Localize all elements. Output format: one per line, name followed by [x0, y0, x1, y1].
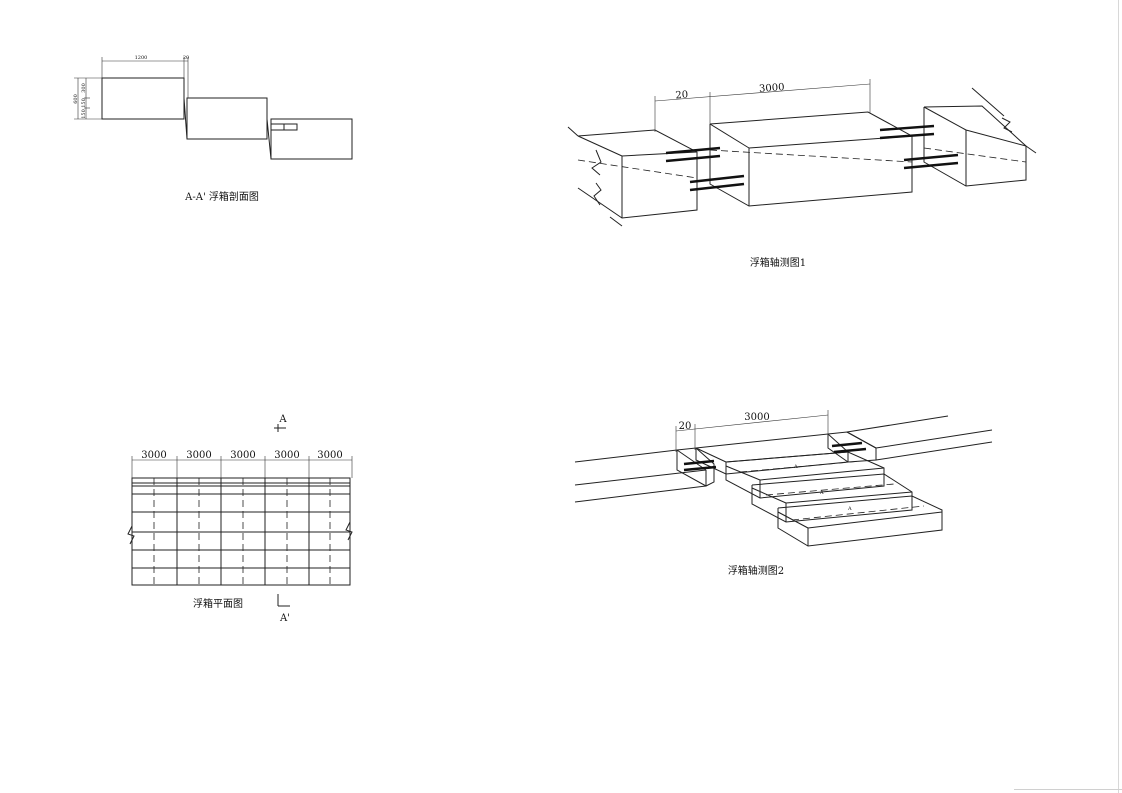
section-dim-height: 600	[73, 94, 79, 104]
section-dim-width: 1200	[135, 55, 148, 61]
svg-text:150: 150	[81, 109, 87, 119]
axo2-dim-gap: 20	[679, 421, 692, 432]
section-box-3	[270, 118, 353, 160]
step-box-2	[751, 473, 913, 523]
plan-dim: 3000	[274, 450, 299, 461]
plan-dim: 3000	[186, 450, 211, 461]
section-dim-gap: 20	[183, 55, 189, 61]
section-joint-2	[266, 118, 272, 160]
step-box-3	[777, 495, 943, 547]
axonometric-2-caption: 浮箱轴测图2	[728, 564, 784, 577]
axonometric-view-1: 20 3000 浮箱轴测图1	[567, 79, 1037, 269]
axonometric-1-caption: 浮箱轴测图1	[750, 256, 806, 269]
sheet-border-right	[1118, 0, 1119, 793]
section-view-caption: A-A' 浮箱剖面图	[184, 190, 259, 203]
section-view: 1200 20 600 300 150 150 A-A' 浮箱剖面图	[73, 55, 353, 203]
section-mark-bottom-label: A'	[279, 613, 290, 624]
step-box-1	[725, 451, 885, 499]
svg-text:300: 300	[81, 83, 87, 93]
axo1-dim-gap: 20	[675, 90, 688, 102]
plan-dim: 3000	[317, 450, 342, 461]
break-mark	[591, 149, 602, 176]
axonometric-view-2: A A A 20 3000 浮箱轴测图2	[574, 410, 993, 577]
axo2-mark: A	[847, 506, 852, 512]
axo2-dim-line	[675, 414, 829, 432]
plan-break-left	[127, 525, 135, 545]
section-box-1	[101, 77, 185, 120]
connector-rod	[665, 146, 721, 155]
plan-view: 3000 3000 3000 3000 3000 A A' 浮箱平面图	[127, 414, 353, 624]
section-joint-1	[183, 97, 188, 140]
axo2-mark: A	[793, 464, 798, 470]
connector-rod	[683, 459, 715, 466]
svg-text:150: 150	[81, 98, 87, 108]
plan-dim: 3000	[141, 450, 166, 461]
plan-dim: 3000	[230, 450, 255, 461]
plan-break-right	[345, 521, 353, 541]
axo1-dim-line	[654, 83, 871, 102]
axo2-dim-length: 3000	[744, 412, 769, 423]
axo1-dim-length: 3000	[759, 82, 785, 95]
axo2-mark: A	[819, 490, 824, 496]
plan-view-caption: 浮箱平面图	[193, 597, 243, 610]
section-box-2	[186, 97, 268, 140]
sheet-border-bottom	[1014, 789, 1122, 790]
section-mark-top-label: A	[278, 414, 287, 425]
